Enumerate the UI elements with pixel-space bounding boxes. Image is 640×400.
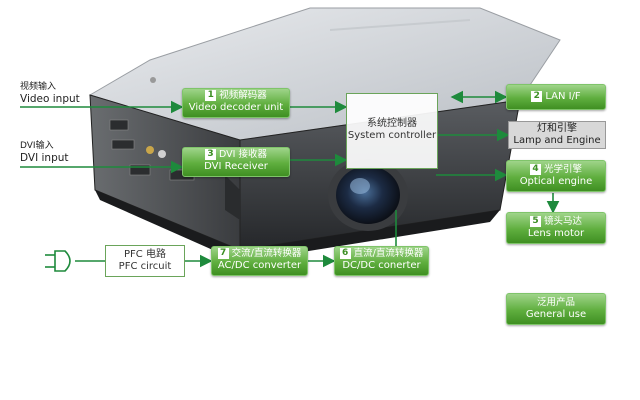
acdc-cn: 交流/直流转换器 — [231, 248, 302, 259]
system-controller-block: 系统控制器 System controller — [346, 93, 438, 169]
dcdc-cn: 直流/直流转换器 — [353, 248, 424, 259]
optical-engine-en: Optical engine — [519, 176, 593, 187]
dvi-input-label: DVI输入 DVI input — [20, 140, 69, 164]
lens-motor-cn: 镜头马达 — [543, 216, 582, 227]
general-use-block: 泛用产品 General use — [506, 293, 606, 325]
block-number: 3 — [205, 149, 217, 160]
optical-engine-cn: 光学引擎 — [543, 164, 582, 175]
block-number: 7 — [217, 248, 229, 259]
lens-motor-en: Lens motor — [527, 228, 585, 239]
lamp-engine-cn: 灯和引擎 — [537, 123, 577, 134]
dcdc-en: DC/DC conerter — [342, 260, 421, 271]
system-controller-en: System controller — [347, 130, 437, 141]
video-decoder-cn: 视频解码器 — [219, 90, 267, 101]
pfc-block: PFC 电路 PFC circuit — [105, 245, 185, 277]
lamp-engine-en: Lamp and Engine — [513, 135, 601, 146]
block-number: 6 — [339, 248, 351, 259]
acdc-en: AC/DC converter — [217, 260, 302, 271]
general-use-cn: 泛用产品 — [536, 297, 575, 308]
lamp-engine-block: 灯和引擎 Lamp and Engine — [508, 121, 606, 149]
block-number: 2 — [531, 91, 543, 102]
dvi-input-cn: DVI输入 — [20, 141, 54, 151]
pfc-cn: PFC 电路 — [124, 249, 166, 260]
dvi-receiver-en: DVI Receiver — [204, 161, 268, 172]
video-input-en: Video input — [20, 93, 80, 105]
plug-icon — [45, 250, 71, 272]
block-number: 4 — [529, 164, 541, 175]
dvi-receiver-cn: DVI 接收器 — [219, 149, 267, 160]
connection-lines — [20, 90, 560, 268]
block-number: 1 — [205, 90, 217, 101]
pfc-en: PFC circuit — [118, 261, 172, 272]
video-input-label: 视频输入 Video input — [20, 81, 80, 105]
video-input-cn: 视频输入 — [20, 82, 57, 92]
system-controller-cn: 系统控制器 — [367, 118, 417, 129]
dvi-input-en: DVI input — [20, 152, 69, 164]
lan-en: LAN I/F — [545, 91, 581, 102]
general-use-en: General use — [525, 309, 587, 320]
video-decoder-en: Video decoder unit — [188, 102, 284, 113]
block-number: 5 — [529, 216, 541, 227]
